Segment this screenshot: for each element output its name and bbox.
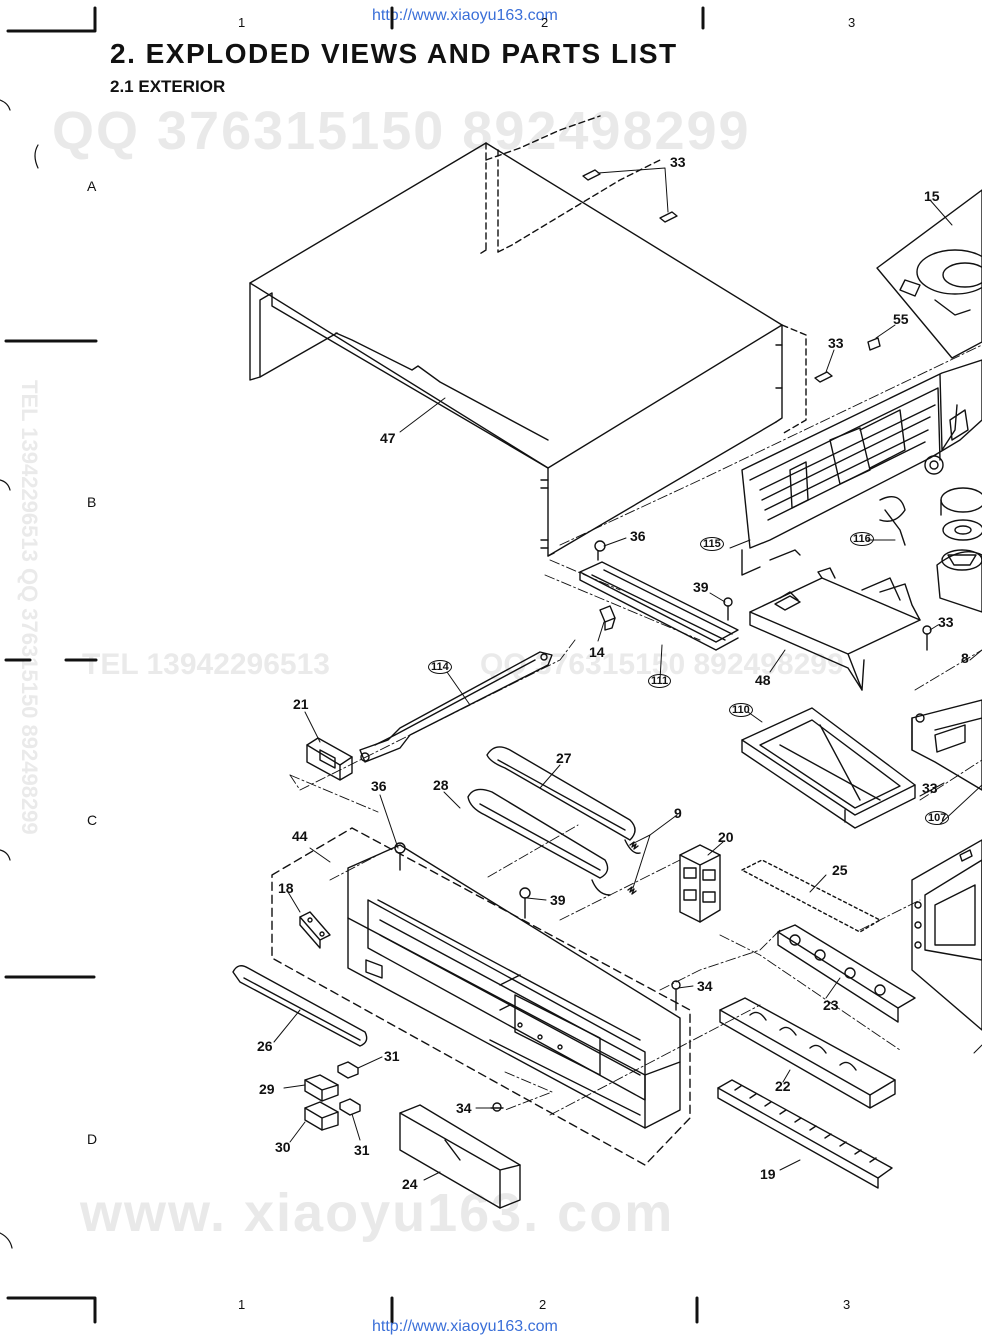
label-44: 44 [292, 828, 308, 844]
column-number-1: 1 [238, 15, 246, 30]
part-30-knob [304, 1101, 339, 1131]
row-letter-a: A [87, 178, 97, 194]
footer-column-number-3: 3 [843, 1297, 851, 1312]
row-letter-c: C [87, 812, 98, 828]
part-22-keys [719, 997, 896, 1109]
label-29: 29 [259, 1081, 275, 1097]
part-114-lever [359, 651, 553, 763]
section-subtitle: 2.1 EXTERIOR [110, 77, 226, 96]
label-25: 25 [832, 862, 848, 878]
part-25-label [741, 859, 881, 933]
footer-column-number-1: 1 [238, 1297, 246, 1312]
label-107-circled: 107 [925, 811, 950, 825]
construction-lines [289, 344, 982, 1116]
part-24-window [399, 1104, 521, 1209]
row-letter-d: D [87, 1131, 98, 1147]
part-48-bracket [749, 567, 921, 691]
label-111-circled: 111 [648, 674, 672, 688]
label-39-lower: 39 [550, 892, 566, 908]
column-number-3: 3 [848, 15, 856, 30]
part-115-mechanism [741, 359, 982, 576]
column-number-2: 2 [541, 15, 549, 30]
label-20: 20 [718, 829, 734, 845]
label-22: 22 [775, 1078, 791, 1094]
part-31-cap-upper [337, 1061, 359, 1079]
label-33-lower-right: 33 [922, 780, 938, 796]
part-28-panel [467, 788, 641, 896]
binding-marks [0, 99, 39, 1249]
label-28: 28 [433, 777, 449, 793]
label-31-upper: 31 [384, 1048, 400, 1064]
label-31-lower: 31 [354, 1142, 370, 1158]
part-19-button-strip [717, 1079, 893, 1189]
part-20-switch [679, 844, 721, 923]
label-9: 9 [674, 805, 682, 821]
part-8-block [911, 699, 982, 791]
label-8: 8 [961, 650, 969, 666]
part-18-bracket [299, 911, 331, 949]
header-url[interactable]: http://www.xiaoyu163.com [372, 7, 558, 24]
part-29-knob [304, 1074, 339, 1102]
label-24: 24 [402, 1176, 418, 1192]
part-44-front-panel [347, 844, 681, 1129]
part-47-top-cover [249, 115, 807, 557]
part-spindle-assembly [936, 487, 982, 613]
label-47: 47 [380, 430, 396, 446]
footer-column-number-2: 2 [539, 1297, 547, 1312]
label-55: 55 [893, 311, 909, 327]
part-111-rail [579, 561, 739, 651]
part-14-clip [599, 605, 616, 631]
leader-lines [273, 167, 982, 1181]
frame-marks [4, 6, 705, 1324]
label-115-circled: 115 [700, 537, 724, 551]
part-27-panel [486, 746, 636, 841]
part-31-cap-lower [339, 1098, 361, 1116]
label-48: 48 [755, 672, 771, 688]
label-34-lower: 34 [456, 1100, 472, 1116]
label-26: 26 [257, 1038, 273, 1054]
watermark-qq: QQ 376315150 892498299 [52, 101, 751, 161]
part-23-board [777, 924, 916, 1023]
label-39-upper: 39 [693, 579, 709, 595]
watermark-site: www. xiaoyu163. com [80, 1183, 675, 1243]
row-letter-b: B [87, 494, 97, 510]
footer-url[interactable]: http://www.xiaoyu163.com [372, 1318, 558, 1335]
label-36-lower: 36 [371, 778, 387, 794]
label-23: 23 [823, 997, 839, 1013]
label-14: 14 [589, 644, 605, 660]
label-27: 27 [556, 750, 572, 766]
part-15-disc-tray [876, 189, 982, 359]
assembly-44-boundary [271, 827, 691, 1166]
label-110-circled: 110 [729, 703, 753, 717]
part-21-connector [306, 737, 353, 781]
part-9-springs [627, 841, 639, 895]
watermark-tel: TEL 13942296513 [82, 648, 330, 681]
label-33-top: 33 [670, 154, 686, 170]
label-18: 18 [278, 880, 294, 896]
part-display-unit [911, 839, 982, 1031]
part-110-sub-chassis [741, 707, 916, 829]
label-21: 21 [293, 696, 309, 712]
page-title: 2. EXPLODED VIEWS AND PARTS LIST [110, 38, 678, 69]
label-15: 15 [924, 188, 940, 204]
label-33-right: 33 [938, 614, 954, 630]
label-114-circled: 114 [428, 660, 452, 674]
part-26-rod [232, 965, 368, 1047]
label-36-upper: 36 [630, 528, 646, 544]
screws [394, 169, 973, 1112]
label-34-upper: 34 [697, 978, 713, 994]
label-33-mid: 33 [828, 335, 844, 351]
label-116-circled: 116 [850, 532, 874, 546]
label-30: 30 [275, 1139, 291, 1155]
label-19: 19 [760, 1166, 776, 1182]
